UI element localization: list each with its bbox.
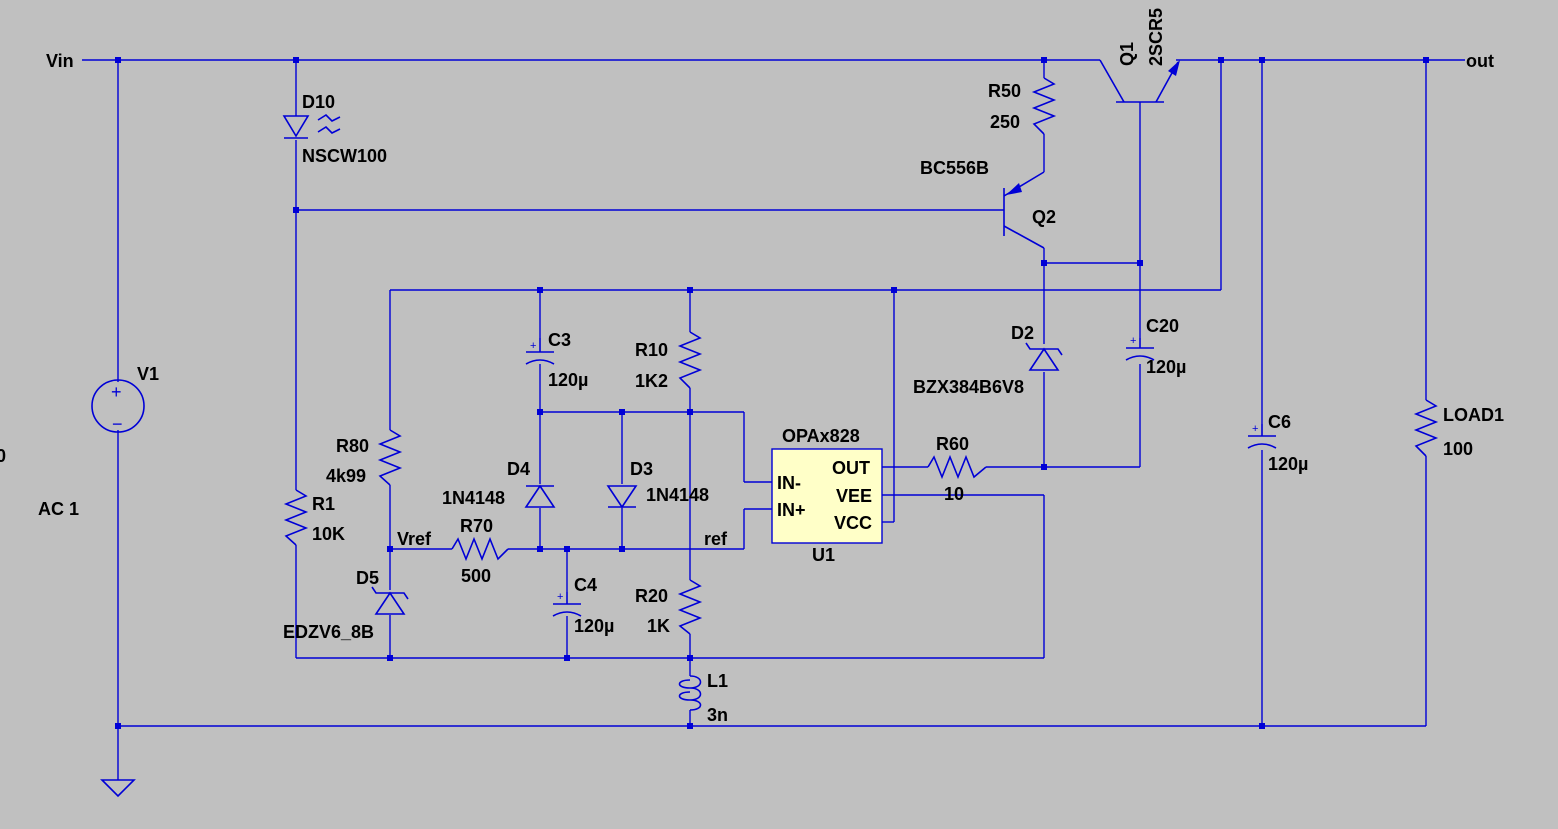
r10-name: R10 (635, 340, 668, 360)
r80-value: 4k99 (326, 466, 366, 486)
capacitor-c6[interactable]: + (1247, 423, 1277, 449)
plus-sign: + (111, 382, 122, 402)
pin-out: OUT (832, 458, 870, 478)
opamp-u1[interactable]: IN- IN+ OUT VEE VCC (771, 448, 883, 544)
capacitor-c3[interactable]: + (525, 338, 555, 365)
d4-value: 1N4148 (442, 488, 505, 508)
c3-name: C3 (548, 330, 571, 350)
left-edge-text: 0 (0, 446, 6, 466)
c20-value: 120µ (1146, 357, 1186, 377)
minus-sign: − (112, 414, 123, 434)
c20-name: C20 (1146, 316, 1179, 336)
d2-value: BZX384B6V8 (913, 377, 1024, 397)
d2-name: D2 (1011, 323, 1034, 343)
r20-value: 1K (647, 616, 670, 636)
resistor-r50[interactable] (1031, 77, 1057, 135)
load1-name: LOAD1 (1443, 405, 1504, 425)
c4-name: C4 (574, 575, 597, 595)
polarity-plus: + (1130, 335, 1136, 347)
diode-d3[interactable] (606, 485, 638, 509)
r20-name: R20 (635, 586, 668, 606)
r60-value: 10 (944, 484, 964, 504)
c4-value: 120µ (574, 616, 614, 636)
l1-value: 3n (707, 705, 728, 725)
polarity-plus: + (530, 340, 536, 352)
capacitor-c20[interactable]: + (1125, 335, 1155, 361)
r10-value: 1K2 (635, 371, 668, 391)
junction-dots (115, 57, 1429, 729)
u1-value: OPAx828 (782, 426, 860, 446)
resistor-r20[interactable] (677, 579, 703, 635)
ground-icon (100, 779, 136, 798)
r50-name: R50 (988, 81, 1021, 101)
zener-d5[interactable] (371, 586, 409, 615)
pin-in-plus: IN+ (777, 500, 806, 520)
v1-name: V1 (137, 364, 159, 384)
resistor-load1[interactable] (1413, 399, 1439, 457)
net-label-ref: ref (704, 529, 728, 549)
d10-name: D10 (302, 92, 335, 112)
resistor-r1[interactable] (283, 489, 309, 546)
d3-name: D3 (630, 459, 653, 479)
d5-name: D5 (356, 568, 379, 588)
net-label-vin: Vin (46, 51, 74, 71)
r70-name: R70 (460, 516, 493, 536)
pin-vcc: VCC (834, 513, 872, 533)
r60-name: R60 (936, 434, 969, 454)
d3-value: 1N4148 (646, 485, 709, 505)
resistor-r10[interactable] (677, 331, 703, 389)
polarity-plus: + (1252, 423, 1258, 435)
c3-value: 120µ (548, 370, 588, 390)
wires (82, 59, 1465, 780)
load1-value: 100 (1443, 439, 1473, 459)
pin-vee: VEE (836, 486, 872, 506)
pin-in-minus: IN- (777, 473, 801, 493)
led-d10[interactable] (282, 113, 341, 139)
net-label-vref: Vref (397, 529, 432, 549)
resistor-r80[interactable] (377, 429, 403, 486)
d10-value: NSCW100 (302, 146, 387, 166)
r70-value: 500 (461, 566, 491, 586)
r50-value: 250 (990, 112, 1020, 132)
inductor-l1[interactable] (678, 675, 702, 711)
r80-name: R80 (336, 436, 369, 456)
polarity-plus: + (557, 591, 563, 603)
q2-value: BC556B (920, 158, 989, 178)
net-label-out: out (1466, 51, 1494, 71)
resistor-r70[interactable] (451, 536, 509, 562)
r1-name: R1 (312, 494, 335, 514)
q1-value: 2SCR5 (1146, 8, 1166, 66)
d4-name: D4 (507, 459, 530, 479)
zener-d2[interactable] (1025, 342, 1063, 371)
capacitor-c4[interactable]: + (552, 591, 582, 617)
diode-d4[interactable] (524, 484, 556, 508)
c6-name: C6 (1268, 412, 1291, 432)
c6-value: 120µ (1268, 454, 1308, 474)
transistor-q2[interactable] (1003, 171, 1045, 249)
l1-name: L1 (707, 671, 728, 691)
light-emission-icon (317, 113, 341, 134)
q1-name: Q1 (1117, 42, 1137, 66)
r1-value: 10K (312, 524, 345, 544)
v1-value: AC 1 (38, 499, 79, 519)
transistor-q1[interactable] (1099, 59, 1180, 103)
resistor-r60[interactable] (927, 454, 987, 480)
q2-name: Q2 (1032, 207, 1056, 227)
u1-name: U1 (812, 545, 835, 565)
d5-value: EDZV6_8B (283, 622, 374, 642)
voltage-source-v1[interactable]: + − (91, 379, 145, 434)
